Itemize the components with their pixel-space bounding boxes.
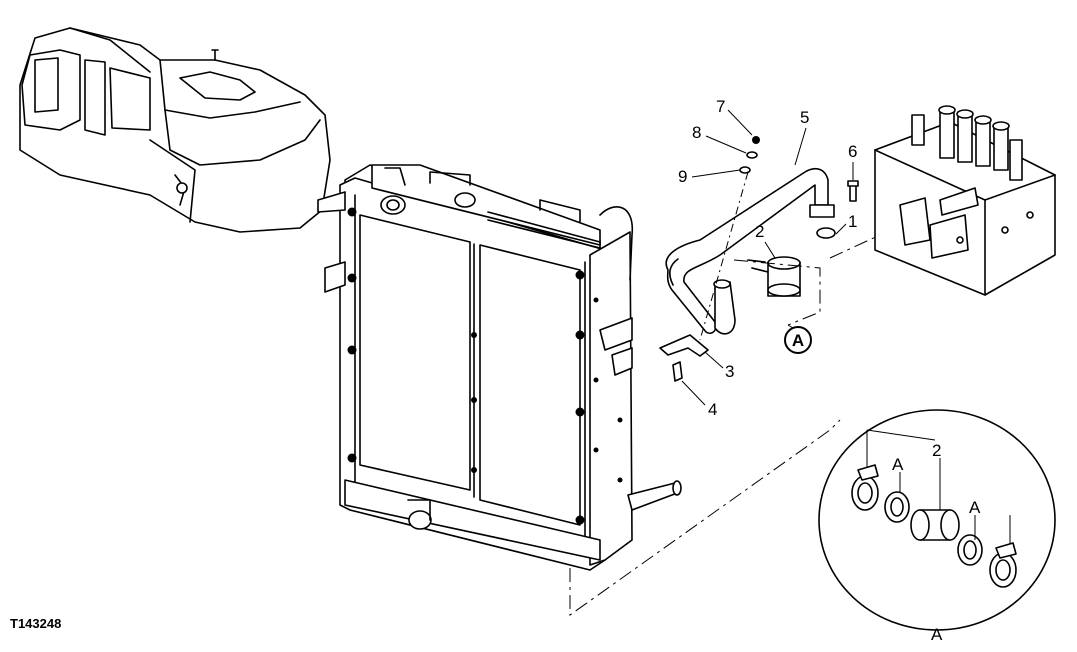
bolt-6	[847, 180, 859, 202]
coupling-leader	[733, 259, 821, 326]
radiator-assembly	[317, 164, 682, 571]
callout-6: 6	[848, 142, 857, 161]
figure-id: T143248	[10, 616, 61, 631]
detail-label-part: 2	[932, 441, 941, 460]
valve-spools	[911, 105, 1023, 181]
detail-sleeve-right	[957, 534, 983, 566]
detail-view-a	[818, 409, 1056, 631]
callout-1: 1	[848, 212, 857, 231]
detail-coupling-2	[910, 509, 960, 541]
control-valve	[874, 105, 1056, 296]
elbow-hose	[713, 279, 736, 335]
callout-2: 2	[755, 222, 764, 241]
callout-labels: 1 2 3 4 5 6 7 8 9	[678, 97, 857, 419]
detail-marker-a: A	[784, 324, 812, 354]
radiator-bolts	[347, 207, 623, 525]
callout-4: 4	[708, 400, 717, 419]
detail-label-left: A	[892, 455, 904, 474]
clamp-3-and-bolt-4	[659, 334, 709, 382]
detail-sleeve-left	[884, 491, 910, 523]
detail-marker-label: A	[792, 331, 804, 350]
detail-label-right: A	[969, 498, 981, 517]
coupling-2	[747, 256, 801, 297]
valve-leader	[829, 234, 881, 259]
oring-1	[816, 227, 836, 239]
callout-3: 3	[725, 362, 734, 381]
callout-9: 9	[678, 167, 687, 186]
callout-8: 8	[692, 123, 701, 142]
callout-7: 7	[716, 97, 725, 116]
detail-title: A	[931, 625, 943, 644]
detail-clamp-left	[851, 464, 879, 511]
hose-5	[665, 167, 835, 335]
detail-clamp-right	[989, 542, 1017, 588]
excavator-overview	[19, 27, 331, 233]
callout-5: 5	[800, 108, 809, 127]
